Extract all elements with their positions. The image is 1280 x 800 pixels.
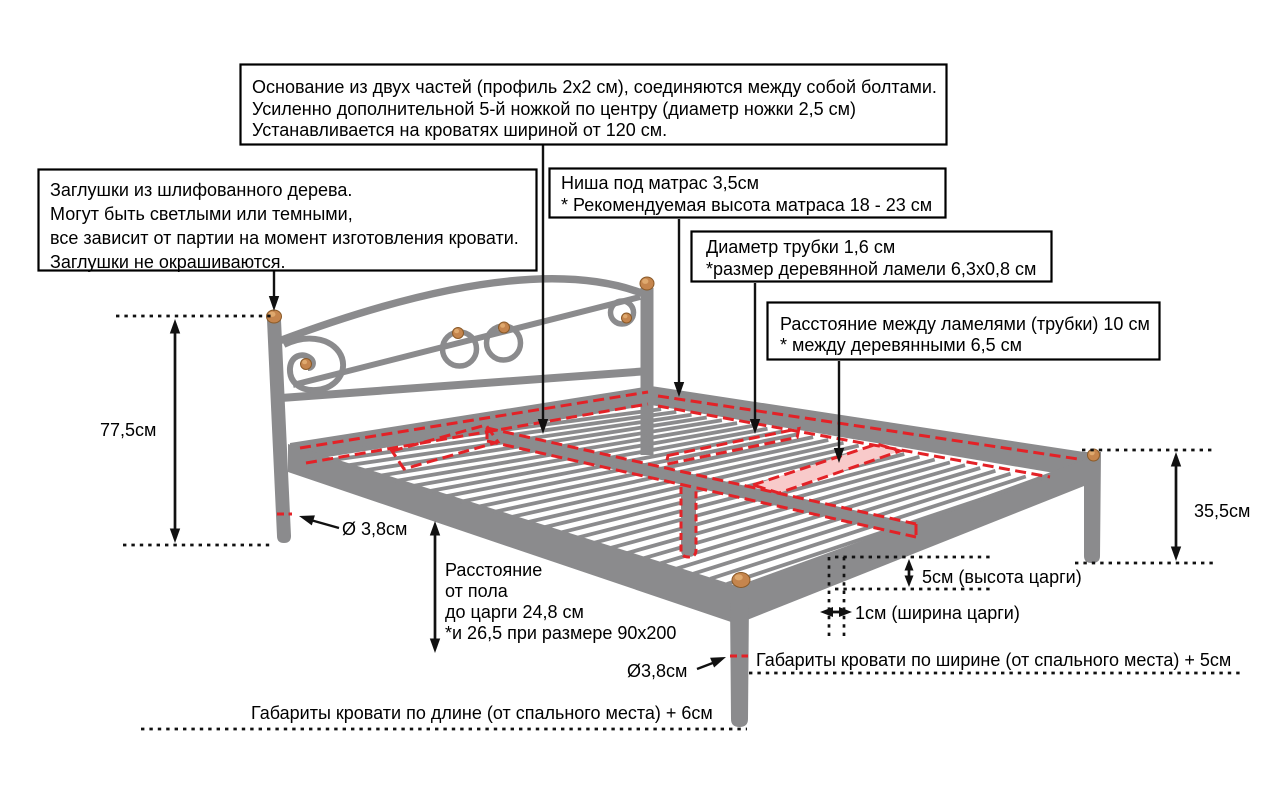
svg-text:35,5см: 35,5см	[1194, 501, 1250, 521]
svg-text:Заглушки из шлифованного дерев: Заглушки из шлифованного дерева.	[50, 180, 352, 200]
svg-text:*размер деревянной ламели 6,3х: *размер деревянной ламели 6,3х0,8 см	[706, 259, 1036, 279]
svg-text:от пола: от пола	[445, 581, 509, 601]
svg-text:все зависит от партии на момен: все зависит от партии на момент изготовл…	[50, 228, 519, 248]
svg-text:Ø3,8см: Ø3,8см	[627, 661, 687, 681]
svg-text:Заглушки не окрашиваются.: Заглушки не окрашиваются.	[50, 252, 286, 272]
svg-text:Расстояние между ламелями (тру: Расстояние между ламелями (трубки) 10 см	[780, 314, 1150, 334]
svg-text:Основание из двух частей (проф: Основание из двух частей (профиль 2х2 см…	[252, 77, 937, 97]
svg-text:* Рекомендуемая высота матраса: * Рекомендуемая высота матраса 18 - 23 с…	[561, 195, 932, 215]
svg-text:Ø 3,8см: Ø 3,8см	[342, 519, 407, 539]
svg-text:Устанавливается на кроватях ши: Устанавливается на кроватях шириной от 1…	[252, 120, 667, 140]
svg-text:77,5см: 77,5см	[100, 420, 156, 440]
svg-text:Габариты кровати по длине (от: Габариты кровати по длине (от спального …	[251, 703, 713, 723]
svg-text:5см (высота царги): 5см (высота царги)	[922, 567, 1082, 587]
svg-text:*и 26,5 при размере 90х200: *и 26,5 при размере 90х200	[445, 623, 676, 643]
svg-text:* между деревянными 6,5 см: * между деревянными 6,5 см	[780, 335, 1022, 355]
svg-text:Ниша под матрас 3,5см: Ниша под матрас 3,5см	[561, 173, 759, 193]
svg-text:до царги 24,8 см: до царги 24,8 см	[445, 602, 584, 622]
svg-text:Диаметр трубки 1,6 см: Диаметр трубки 1,6 см	[706, 237, 895, 257]
svg-text:Усиленно дополнительной 5-й но: Усиленно дополнительной 5-й ножкой по це…	[252, 99, 856, 119]
svg-text:Габариты кровати по ширине (от: Габариты кровати по ширине (от спального…	[756, 650, 1231, 670]
svg-text:1см (ширина царги): 1см (ширина царги)	[855, 603, 1020, 623]
svg-text:Расстояние: Расстояние	[445, 560, 542, 580]
svg-text:Могут быть светлыми или темным: Могут быть светлыми или темными,	[50, 204, 353, 224]
